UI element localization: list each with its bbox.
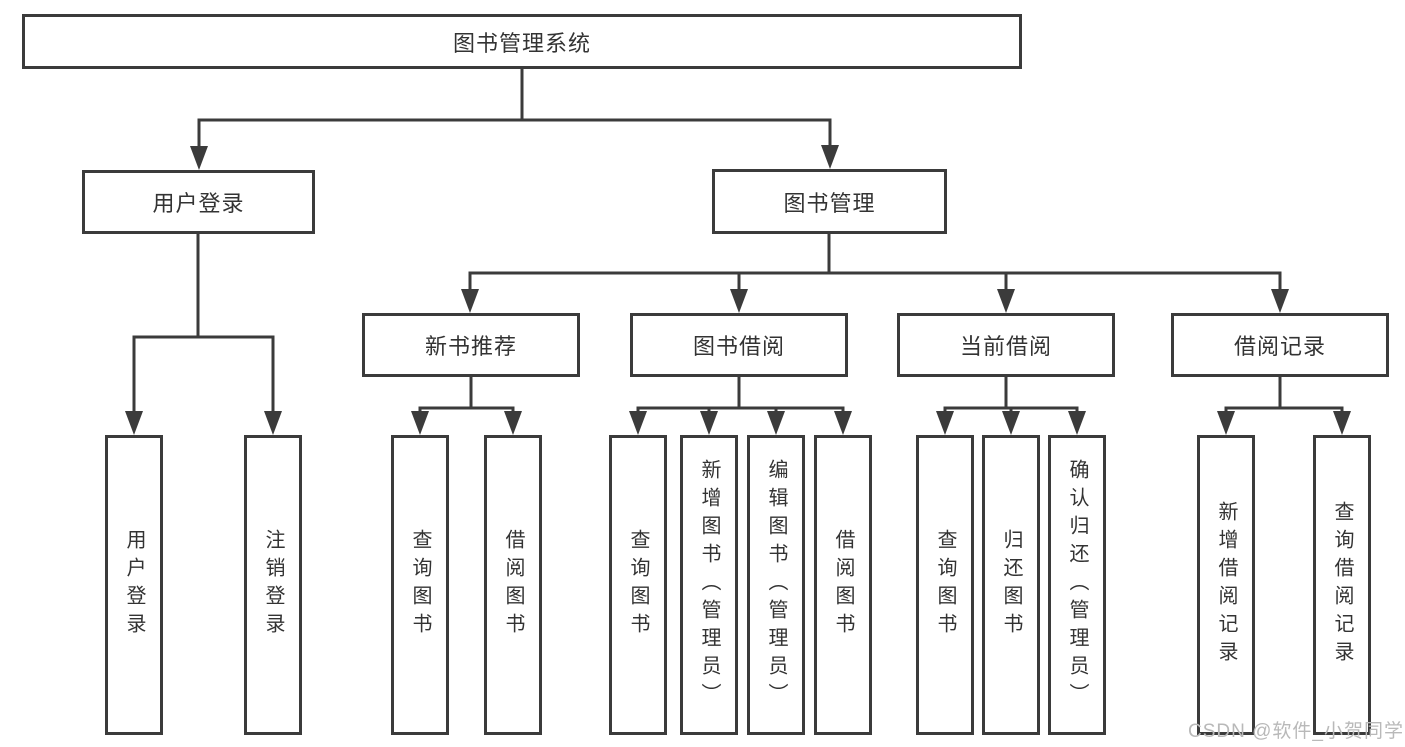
node-book-borrow-label: 图书借阅 <box>692 334 785 359</box>
csdn-watermark: CSDN @软件_小贺同学 <box>1188 721 1404 742</box>
leaf-borrow-borrow-books-box: 借阅图书 <box>814 435 872 735</box>
leaf-current-return-books-label: 归还图书 <box>1000 529 1022 641</box>
leaf-records-add-record-box: 新增借阅记录 <box>1197 435 1255 735</box>
leaf-borrow-add-books-admin-box: 新增图书（管理员） <box>680 435 738 735</box>
node-user-login-label: 用户登录 <box>152 191 245 216</box>
leaf-user-login-box: 用户登录 <box>105 435 163 735</box>
leaf-current-confirm-return-admin-label: 确认归还（管理员） <box>1066 459 1088 711</box>
leaf-recommend-query-books-label: 查询图书 <box>409 529 431 641</box>
leaf-recommend-borrow-books-box: 借阅图书 <box>484 435 542 735</box>
leaf-borrow-edit-books-admin-box: 编辑图书（管理员） <box>747 435 805 735</box>
leaf-recommend-borrow-books-label: 借阅图书 <box>502 529 524 641</box>
leaf-records-query-record-label: 查询借阅记录 <box>1331 501 1353 669</box>
leaf-recommend-query-books-box: 查询图书 <box>391 435 449 735</box>
leaf-logout-box: 注销登录 <box>244 435 302 735</box>
node-borrow-records-label: 借阅记录 <box>1233 334 1326 359</box>
node-book-management-label: 图书管理 <box>783 190 876 216</box>
node-borrow-records-box: 借阅记录 <box>1171 313 1389 377</box>
leaf-borrow-query-books-box: 查询图书 <box>609 435 667 735</box>
leaf-records-add-record-label: 新增借阅记录 <box>1215 501 1237 669</box>
node-current-borrow-box: 当前借阅 <box>897 313 1115 377</box>
leaf-borrow-edit-books-admin-label: 编辑图书（管理员） <box>765 459 787 711</box>
node-user-login-box: 用户登录 <box>82 170 315 234</box>
leaf-borrow-borrow-books-label: 借阅图书 <box>832 529 854 641</box>
leaf-borrow-add-books-admin-label: 新增图书（管理员） <box>698 459 720 711</box>
leaf-logout-label: 注销登录 <box>262 529 284 641</box>
node-new-book-recommend-label: 新书推荐 <box>424 334 517 359</box>
node-book-management-box: 图书管理 <box>712 169 947 234</box>
arrowheads <box>125 145 1351 435</box>
leaf-user-login-label: 用户登录 <box>123 529 145 641</box>
leaf-records-query-record-box: 查询借阅记录 <box>1313 435 1371 735</box>
leaf-current-confirm-return-admin-box: 确认归还（管理员） <box>1048 435 1106 735</box>
leaf-current-query-books-box: 查询图书 <box>916 435 974 735</box>
node-book-borrow-box: 图书借阅 <box>630 313 848 377</box>
leaf-current-return-books-box: 归还图书 <box>982 435 1040 735</box>
node-root-box: 图书管理系统 <box>22 14 1022 69</box>
node-current-borrow-label: 当前借阅 <box>959 334 1052 359</box>
leaf-borrow-query-books-label: 查询图书 <box>627 529 649 641</box>
leaf-current-query-books-label: 查询图书 <box>934 529 956 641</box>
node-root-label: 图书管理系统 <box>452 30 591 56</box>
node-new-book-recommend-box: 新书推荐 <box>362 313 580 377</box>
